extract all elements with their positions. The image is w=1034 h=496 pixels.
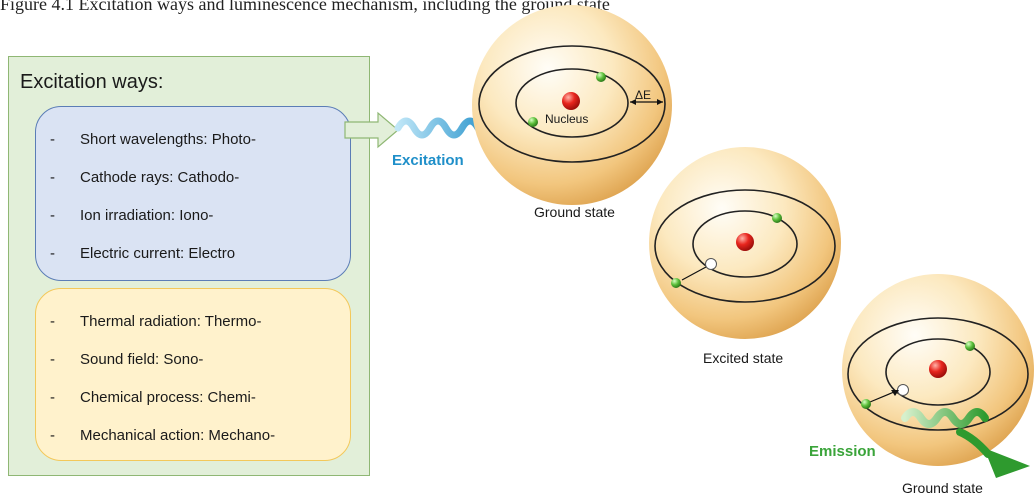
list-item: - Sound field: Sono-	[50, 349, 350, 370]
nucleus-icon	[736, 233, 754, 251]
ground-state-atom	[472, 5, 672, 205]
list-item: - Thermal radiation: Thermo-	[50, 311, 350, 332]
list-bullet: -	[50, 245, 55, 262]
inner-orbit	[885, 338, 991, 406]
inner-orbit	[515, 68, 629, 138]
excitation-label: Excitation	[392, 152, 464, 169]
list-bullet: -	[50, 427, 55, 444]
list-item: - Electric current: Electro	[50, 243, 350, 264]
list-item-text: Ion irradiation: Iono-	[80, 207, 214, 224]
list-item-text: Chemical process: Chemi-	[80, 389, 256, 406]
ground-state-label: Ground state	[534, 204, 615, 220]
list-item-text: Sound field: Sono-	[80, 351, 204, 368]
list-item-text: Cathode rays: Cathodo-	[80, 169, 240, 186]
list-item-text: Electric current: Electro	[80, 245, 236, 262]
list-bullet: -	[50, 351, 55, 368]
list-item: - Ion irradiation: Iono-	[50, 205, 350, 226]
electron-icon	[772, 213, 782, 223]
outer-orbit	[654, 189, 836, 303]
excited-state-atom	[649, 147, 841, 339]
list-item: - Chemical process: Chemi-	[50, 387, 350, 408]
panel-arrow	[344, 111, 399, 149]
electron-icon	[965, 341, 975, 351]
caption-fragment: Figure 4.1 Excitation ways and luminesce…	[0, 0, 610, 14]
emission-atom	[842, 274, 1034, 466]
list-item-text: Thermal radiation: Thermo-	[80, 313, 262, 330]
other-excitation-group: - Thermal radiation: Thermo- - Sound fie…	[35, 288, 351, 461]
delta-e-label: ΔE	[635, 88, 652, 102]
high-energy-excitation-group: - Short wavelengths: Photo- - Cathode ra…	[35, 106, 351, 281]
nucleus-icon	[562, 92, 580, 110]
electron-icon	[596, 72, 606, 82]
vacancy-icon	[705, 258, 717, 270]
outer-orbit	[847, 317, 1029, 431]
nucleus-label: Nucleus	[545, 112, 589, 126]
electron-icon	[528, 117, 538, 127]
emission-wave	[901, 408, 989, 428]
list-item: - Mechanical action: Mechano-	[50, 425, 350, 446]
vacancy-icon	[897, 384, 909, 396]
list-bullet: -	[50, 313, 55, 330]
panel-title: Excitation ways:	[20, 71, 164, 93]
list-item-text: Short wavelengths: Photo-	[80, 131, 256, 148]
emission-label: Emission	[809, 443, 876, 460]
electron-icon	[861, 399, 871, 409]
excited-state-label: Excited state	[703, 350, 784, 366]
nucleus-icon	[929, 360, 947, 378]
emission-arrow-head	[984, 448, 1030, 478]
list-item-text: Mechanical action: Mechano-	[80, 427, 276, 444]
list-item: - Short wavelengths: Photo-	[50, 129, 350, 150]
list-item: - Cathode rays: Cathodo-	[50, 167, 350, 188]
excitation-ways-panel: Excitation ways: - Short wavelengths: Ph…	[8, 56, 370, 476]
list-bullet: -	[50, 169, 55, 186]
list-bullet: -	[50, 131, 55, 148]
list-bullet: -	[50, 389, 55, 406]
outer-orbit	[478, 45, 666, 163]
inner-orbit	[692, 210, 798, 278]
list-bullet: -	[50, 207, 55, 224]
ground-state-label-2: Ground state	[902, 480, 983, 496]
electron-icon	[671, 278, 681, 288]
